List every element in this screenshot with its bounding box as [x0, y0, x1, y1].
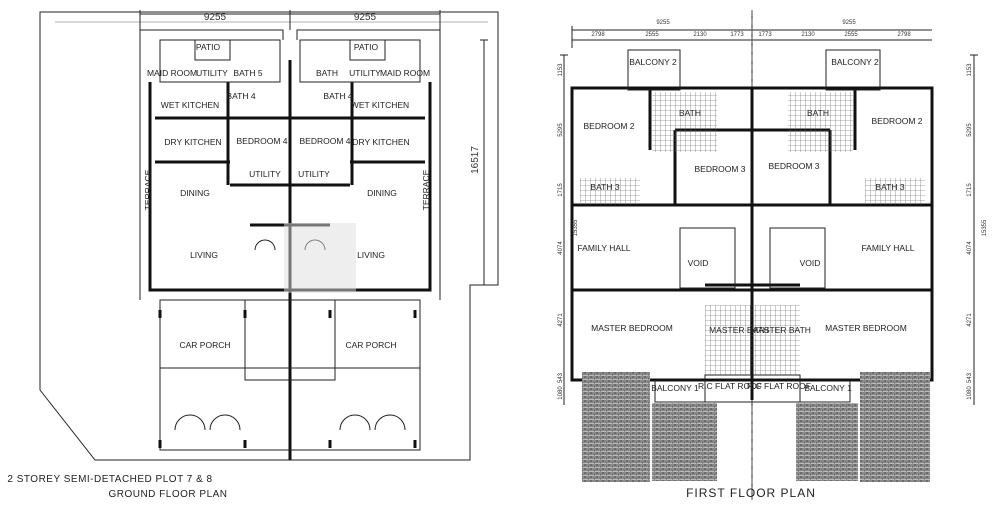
room-label: BALCONY 1	[651, 383, 699, 393]
dimension-label: 4074	[558, 241, 564, 255]
dimension-label: 16517	[470, 146, 481, 174]
dimension-label: 1080	[967, 386, 973, 400]
first-floor-outline	[570, 86, 934, 382]
dimension-label: 15355	[573, 219, 579, 236]
dimension-label: 9255	[656, 20, 670, 26]
room-label: BATH	[316, 68, 338, 78]
room-label: MASTER BEDROOM	[591, 323, 673, 333]
room-label: BATH 3	[590, 182, 619, 192]
dimension-label: 1773	[730, 32, 744, 38]
dimension-label: 9255	[204, 12, 227, 23]
room-label: BALCONY 2	[629, 57, 677, 67]
first-floor-plan	[560, 10, 978, 500]
top-dimension-line	[139, 10, 441, 30]
interior-walls	[155, 82, 425, 227]
dimension-label: 1080	[558, 386, 564, 400]
room-label: MASTER BEDROOM	[825, 323, 907, 333]
room-label: VOID	[800, 258, 821, 268]
room-label: LIVING	[357, 250, 385, 260]
room-label: R.C FLAT ROOF	[698, 381, 762, 391]
room-label: BATH 5	[233, 68, 262, 78]
dimension-label: 4074	[967, 241, 973, 255]
side-dimension-line	[480, 39, 488, 286]
dimension-label: 2798	[591, 32, 605, 38]
room-label: BATH 3	[875, 182, 904, 192]
watermark-logo	[284, 223, 356, 293]
room-label: PATIO	[354, 42, 379, 52]
room-label: BALCONY 2	[831, 57, 879, 67]
room-label: FAMILY HALL	[577, 243, 630, 253]
dimension-label: 1773	[758, 32, 772, 38]
room-label: LIVING	[190, 250, 218, 260]
room-label: MAID ROOM	[147, 68, 197, 78]
room-label: MASTER BATH	[709, 325, 769, 335]
room-label: BATH	[807, 108, 829, 118]
room-label: BEDROOM 4	[299, 136, 350, 146]
dimension-label: 9255	[354, 12, 377, 23]
room-label: PATIO	[196, 42, 221, 52]
dimension-label: 1715	[558, 183, 564, 197]
dimension-label: 5295	[967, 123, 973, 137]
room-label: DINING	[180, 188, 210, 198]
bath-tiles	[652, 92, 717, 152]
dimension-label: 543	[967, 372, 973, 383]
roof-tiles	[582, 372, 650, 482]
dimension-label: 1715	[967, 183, 973, 197]
room-label: CAR PORCH	[345, 340, 396, 350]
room-label: BATH 4	[323, 91, 352, 101]
room-label: DRY KITCHEN	[164, 137, 221, 147]
plan-caption: GROUND FLOOR PLAN	[108, 489, 227, 500]
room-label: MASTER BATH	[751, 325, 811, 335]
room-label: WET KITCHEN	[351, 100, 409, 110]
room-label: WET KITCHEN	[161, 100, 219, 110]
room-label: BEDROOM 4	[236, 136, 287, 146]
room-label: DRY KITCHEN	[352, 137, 409, 147]
room-label: FAMILY HALL	[861, 243, 914, 253]
room-label: CAR PORCH	[179, 340, 230, 350]
room-label: UTILITY	[196, 68, 228, 78]
room-label: BATH 4	[226, 91, 255, 101]
room-label: BEDROOM 2	[583, 121, 634, 131]
room-label: BALCONY 1	[804, 383, 852, 393]
room-label: BATH	[679, 108, 701, 118]
plan-caption: FIRST FLOOR PLAN	[686, 486, 816, 500]
room-label: UTILITY	[298, 169, 330, 179]
dimension-label: 9255	[842, 20, 856, 26]
dimension-label: 2130	[801, 32, 815, 38]
room-label: R.C FLAT ROOF	[747, 381, 811, 391]
room-label: UTILITY	[349, 68, 381, 78]
ground-floor-plan	[39, 10, 499, 461]
dimension-label: 2130	[693, 32, 707, 38]
room-label: VOID	[688, 258, 709, 268]
dimension-label: 5295	[558, 123, 564, 137]
dimension-label: 2555	[844, 32, 858, 38]
dimension-label: 4271	[558, 313, 564, 327]
dimension-label: 15355	[982, 219, 988, 236]
plan-caption: 2 STOREY SEMI-DETACHED PLOT 7 & 8	[7, 474, 212, 485]
room-label: BEDROOM 2	[871, 116, 922, 126]
room-label: UTILITY	[249, 169, 281, 179]
dimension-label: 2555	[645, 32, 659, 38]
room-label: DINING	[367, 188, 397, 198]
dimension-label: 4271	[967, 313, 973, 327]
room-label: MAID ROOM	[380, 68, 430, 78]
room-label: TERRACE	[143, 169, 153, 210]
room-label: TERRACE	[421, 169, 431, 210]
room-label: BEDROOM 3	[694, 164, 745, 174]
room-label: BEDROOM 3	[768, 161, 819, 171]
dimension-label: 543	[558, 372, 564, 383]
site-boundary	[39, 11, 499, 461]
car-porch-outline	[159, 299, 421, 451]
dimension-label: 2798	[897, 32, 911, 38]
dimension-label: 1153	[558, 63, 564, 77]
dimension-label: 1153	[967, 63, 973, 77]
